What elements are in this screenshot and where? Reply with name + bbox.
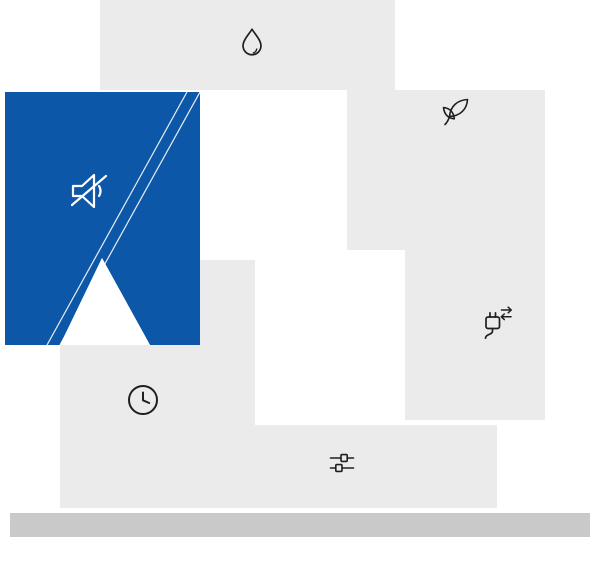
plug-swap-icon (484, 306, 512, 340)
clock-icon (128, 385, 158, 415)
muted-speaker-banner[interactable] (5, 92, 200, 345)
water-drop-icon (242, 28, 262, 56)
sliders-tile[interactable] (200, 425, 497, 508)
sliders-icon (329, 453, 355, 473)
speaker-muted-icon (70, 173, 108, 209)
leaf-icon (442, 98, 469, 126)
plug-swap-tile[interactable] (405, 250, 545, 420)
bottom-bar (10, 513, 590, 537)
water-drop-tile[interactable] (100, 0, 395, 90)
leaf-tile[interactable] (347, 90, 545, 250)
